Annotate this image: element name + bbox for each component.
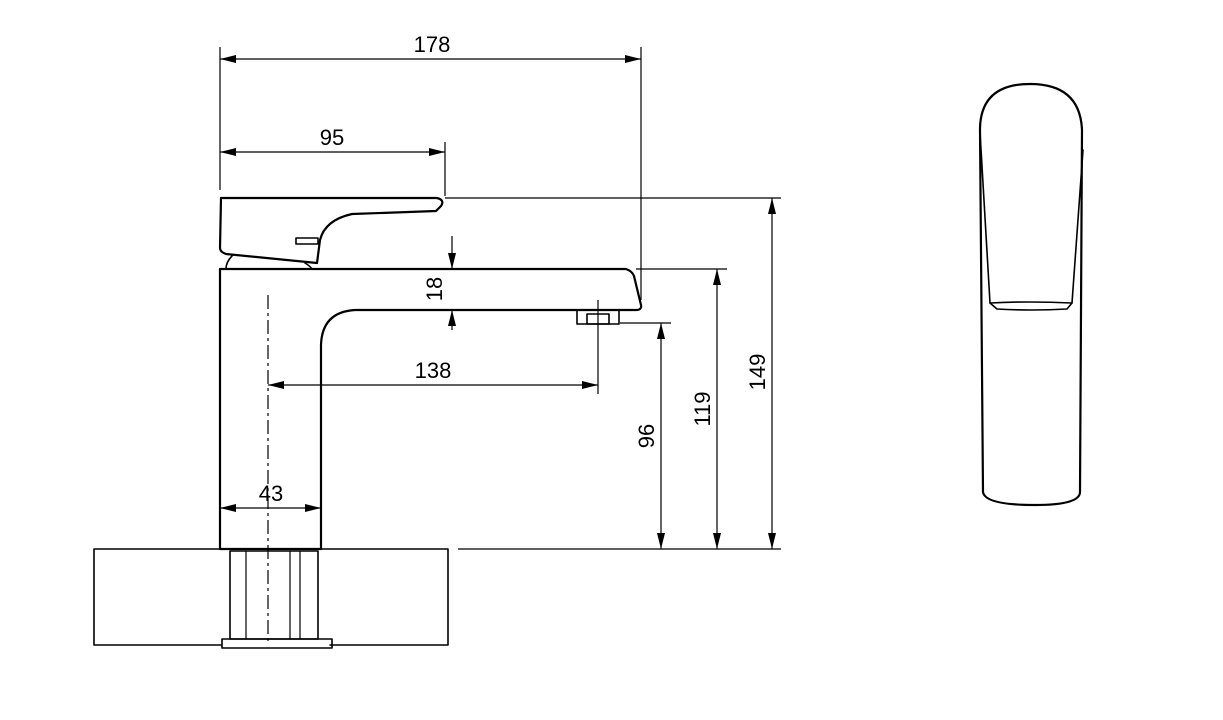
dimension-label-outlet-height: 96 (634, 424, 659, 448)
extension-lines (445, 197, 781, 550)
faucet-body (218, 267, 643, 551)
dimension-overall-height: 149 (745, 198, 776, 549)
countertop (93, 548, 449, 646)
dimension-label-spout-reach: 138 (415, 358, 452, 383)
dimension-label-handle-length: 95 (320, 125, 344, 150)
dimension-spout-thickness: 18 (422, 236, 456, 330)
dimension-body-width: 43 (220, 481, 321, 512)
dimension-spout-top-height: 119 (690, 269, 721, 549)
faucet-front-view (978, 82, 1084, 507)
dimension-overall-length: 178 (219, 32, 642, 300)
mounting-shank (221, 550, 333, 649)
dimension-label-overall-height: 149 (745, 354, 770, 391)
lever-handle (218, 196, 444, 270)
dimension-label-spout-top-height: 119 (690, 391, 715, 426)
dimension-handle-length: 95 (220, 125, 446, 196)
dimension-label-body-width: 43 (259, 481, 283, 506)
dimension-label-spout-thickness: 18 (422, 277, 447, 301)
dimension-outlet-height: 96 (634, 323, 665, 549)
dimension-spout-reach: 138 (268, 300, 599, 394)
dimension-label-overall-length: 178 (414, 32, 451, 57)
